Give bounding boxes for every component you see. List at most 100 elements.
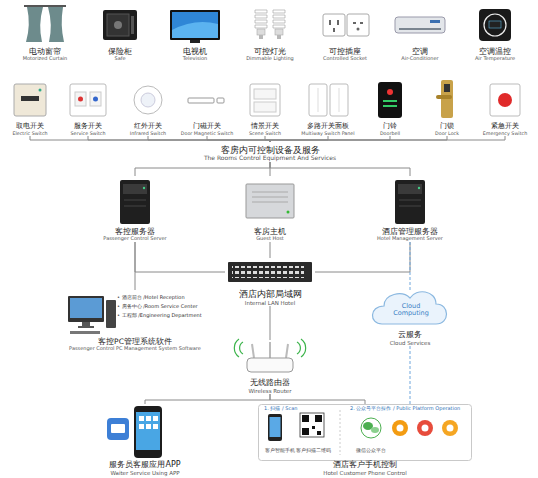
connector-line: [270, 136, 447, 142]
lighting-device: 可控灯光Dimmable Lighting: [234, 2, 306, 62]
pc-icon-part: [78, 326, 94, 328]
host-icon-part: [246, 184, 294, 218]
app-icon-part: [139, 424, 144, 429]
section-band: 客房内可控制设备及服务The Rooms Control Equipment A…: [150, 142, 390, 162]
phone-control-panel-part: [442, 420, 458, 436]
phone-control-node: 1. 扫描 / Scan2. 公众号平台操作 / Public Platform…: [258, 404, 472, 476]
pc-icon-part: [70, 298, 102, 318]
cloud-icon-part: [372, 292, 446, 324]
power-switch-icon-part: [14, 84, 46, 116]
power-switch-icon-part: [39, 89, 42, 92]
safe-icon-part: [107, 14, 129, 36]
connector-line: [270, 394, 365, 404]
node-label: 紧急开关: [491, 123, 519, 131]
router-icon: [234, 339, 305, 372]
scene-switch-icon-part: [254, 89, 276, 99]
thermostat-device: 空调温控Air Temperature: [459, 2, 531, 62]
router-icon-part: [247, 358, 293, 372]
app-icon-part: [107, 418, 129, 440]
node-label: 可控灯光: [254, 48, 286, 56]
app-icon-part: [111, 424, 125, 433]
doorbell-icon-part: [387, 89, 393, 95]
node-label: 酒店管理服务器: [382, 228, 438, 236]
connector-line: [315, 242, 410, 272]
server-icon-part: [123, 184, 147, 194]
emergency-switch-icon: [490, 84, 520, 116]
tv-icon-part: [172, 12, 218, 38]
node-label: 客房主机: [254, 228, 286, 236]
node-label: 服务开关: [74, 123, 102, 131]
host-icon-part: [252, 202, 288, 203]
node-caption: • 房务中心 /Room Service Center: [117, 304, 205, 310]
phone-control-panel-part: [447, 425, 454, 432]
node-caption: Waiter Service Using APP: [110, 470, 179, 476]
socket-device: 可控插座Controlled Socket: [309, 2, 381, 62]
server-icon-part: [124, 206, 146, 207]
server-icon: [120, 180, 150, 224]
door-sensor-icon: [188, 98, 224, 103]
connector-line: [410, 346, 411, 404]
bulb-icon: [273, 10, 285, 39]
connector-line: [270, 242, 271, 258]
socket-icon-part: [323, 14, 345, 36]
socket-icon-part: [329, 20, 331, 25]
phone-control-panel-part: [312, 426, 315, 429]
phone-control-panel-part: [317, 431, 321, 435]
app-node: 服务员客服应用APPWaiter Service Using APP: [105, 404, 185, 476]
multiway-panel-icon-part: [318, 88, 319, 112]
node-caption: Emergency Switch: [483, 131, 527, 136]
door-lock: 门锁Door Lock: [418, 78, 476, 136]
ac-icon-part: [399, 28, 441, 30]
host-node: 客房主机Guest Host: [235, 176, 305, 242]
node-caption: Cloud Services: [390, 340, 431, 346]
connector-line: [270, 136, 505, 142]
thermostat-icon-part: [489, 21, 501, 28]
cloud-node: Cloud Computing云服务Cloud Services: [365, 290, 455, 346]
node-caption: 客控PC管理系统软件: [98, 338, 172, 346]
safe-icon-part: [103, 10, 137, 40]
doorbell-icon: [378, 82, 402, 118]
thermostat-icon: [479, 9, 511, 41]
phone-control-panel-part: [422, 425, 429, 432]
node-caption: Door Magnetic Switch: [181, 131, 233, 136]
node-label: 保险柜: [108, 48, 132, 56]
safe-icon: [103, 10, 137, 40]
node-caption: Infrared Switch: [130, 131, 166, 136]
node-caption: 客户智能手机: [258, 448, 302, 453]
server-node: 客控服务器Passenger Control Server: [95, 176, 175, 242]
multiway-panel-icon-part: [330, 84, 348, 116]
thermostat-icon-part: [484, 14, 506, 36]
tv-icon-part: [170, 10, 220, 40]
node-caption: The Rooms Control Equipment And Services: [204, 155, 336, 162]
connector-line: [148, 136, 270, 142]
service-switch-icon-part: [93, 97, 98, 102]
tv-icon: [170, 10, 220, 43]
curtain-icon-part: [26, 7, 43, 42]
bulb-icon-part: [257, 29, 265, 35]
node-caption: Dimmable Lighting: [246, 56, 293, 62]
scene-switch-icon-part: [250, 84, 280, 116]
node-label: Cloud Computing: [385, 303, 437, 318]
scene-switch-icon: [250, 84, 280, 116]
app-icon-part: [153, 424, 158, 429]
curtain-icon-part: [48, 7, 64, 42]
safe-icon-part: [131, 16, 134, 34]
node-caption: Air Temperature: [475, 56, 515, 62]
power-switch: 取电开关Electric Switch: [1, 78, 59, 136]
switch-icon: [228, 262, 312, 282]
phone-control-panel-part: [417, 420, 433, 436]
scene-switch: 情景开关Scene Switch: [236, 78, 294, 136]
bulb-icon: [255, 10, 285, 39]
socket-icon-part: [357, 28, 360, 31]
node-label: 多路开关面板: [307, 123, 349, 131]
node-label: 情景开关: [251, 123, 279, 131]
infrared-switch-icon-part: [134, 86, 162, 114]
phone-control-panel-part: [270, 417, 281, 437]
phone-control-panel-part: [371, 427, 379, 433]
pc-icon: [68, 296, 116, 334]
connector-line: [265, 136, 270, 142]
service-switch-icon-part: [78, 97, 83, 102]
node-label: 空调温控: [479, 48, 511, 56]
bulb-icon-part: [255, 10, 267, 28]
